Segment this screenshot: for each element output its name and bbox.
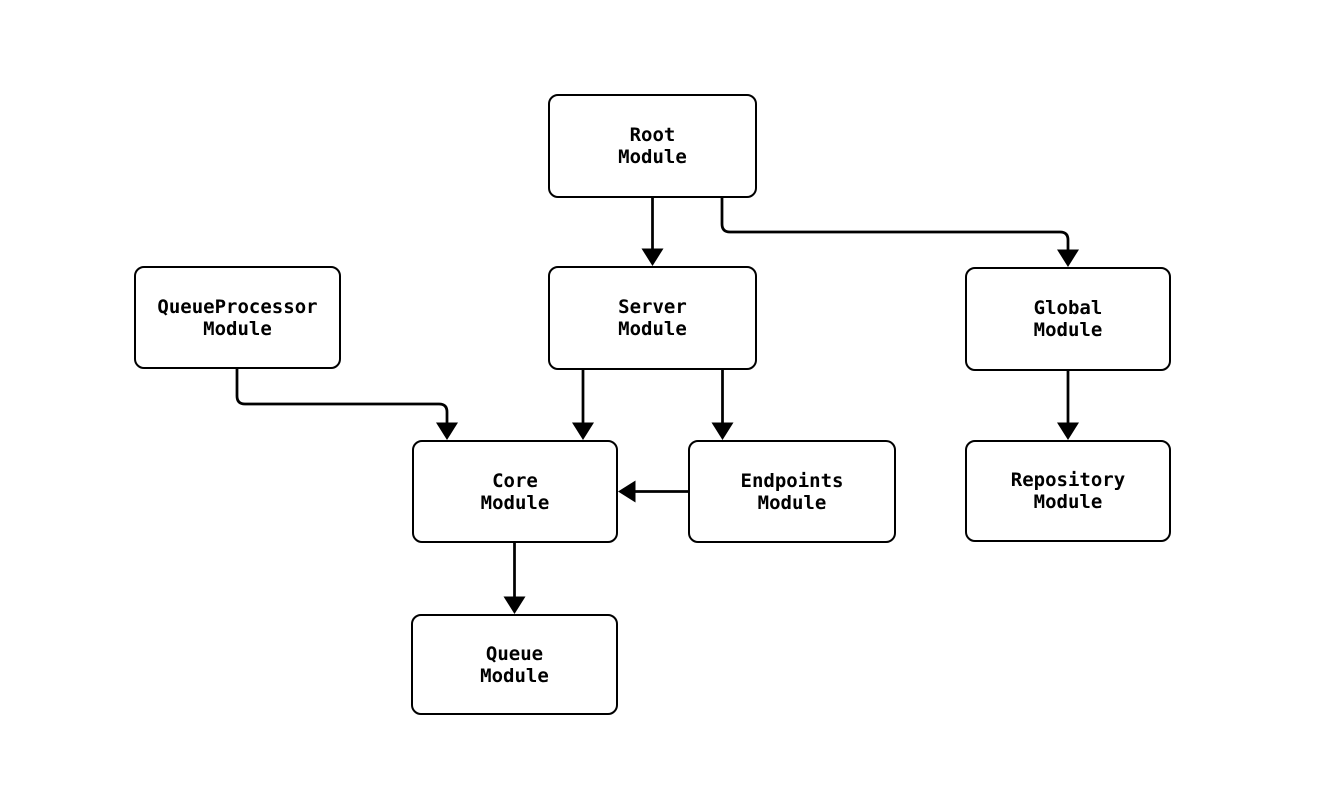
- node-label: Module: [618, 146, 687, 168]
- arrowhead-core-queue: [503, 596, 526, 614]
- arrowhead-global-repository: [1057, 422, 1079, 440]
- node-label: Module: [480, 664, 549, 687]
- arrowhead-endpoints-core: [618, 480, 636, 503]
- node-repository-module: Repository Module: [965, 440, 1171, 542]
- node-label: Endpoints: [740, 469, 844, 492]
- node-core-module: Core Module: [412, 440, 618, 543]
- node-server-module: Server Module: [548, 266, 757, 370]
- node-global-module: Global Module: [965, 267, 1171, 371]
- arrowhead-root-server: [641, 248, 664, 266]
- node-label: Repository: [1010, 469, 1126, 491]
- node-label: Root: [629, 124, 676, 146]
- node-label: Core: [492, 469, 538, 492]
- node-label: Module: [618, 318, 687, 340]
- arrowhead-queueprocessor-core: [436, 422, 458, 440]
- edge-queueprocessor-core: [235, 369, 449, 424]
- node-label: Queue: [485, 642, 544, 665]
- node-label: Module: [480, 491, 550, 514]
- edge-root-global: [720, 198, 1070, 251]
- node-endpoints-module: Endpoints Module: [688, 440, 896, 543]
- node-queueprocessor-module: QueueProcessor Module: [134, 266, 341, 369]
- node-label: Global: [1033, 297, 1103, 319]
- node-label: Module: [757, 491, 827, 514]
- node-queue-module: Queue Module: [411, 614, 618, 715]
- node-label: QueueProcessor: [157, 295, 318, 318]
- node-label: Module: [1033, 491, 1103, 513]
- arrowhead-server-endpoints: [711, 422, 734, 440]
- arrowhead-root-global: [1057, 249, 1079, 267]
- arrowhead-server-core: [572, 422, 594, 440]
- node-root-module: Root Module: [548, 94, 757, 198]
- node-label: Module: [203, 317, 272, 340]
- node-label: Module: [1033, 319, 1103, 341]
- node-label: Server: [618, 296, 687, 318]
